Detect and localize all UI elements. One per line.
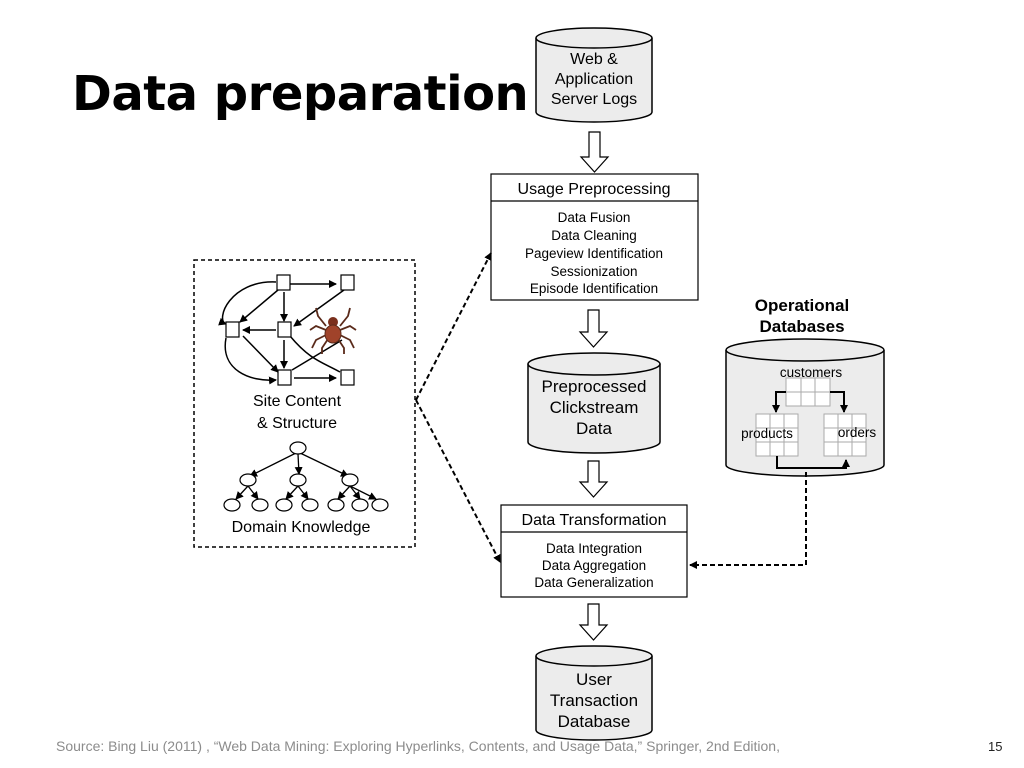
page-icon bbox=[276, 274, 291, 291]
site-content-domain-box: Site Content & Structure bbox=[193, 259, 416, 548]
tree-node bbox=[327, 498, 345, 512]
usage-preprocessing-box: Usage Preprocessing Data Fusion Data Cle… bbox=[490, 173, 699, 301]
usage-preprocessing-item: Episode Identification bbox=[530, 281, 658, 296]
orders-table bbox=[823, 413, 867, 457]
customers-label: customers bbox=[780, 365, 843, 380]
site-content-label-2: & Structure bbox=[257, 415, 337, 432]
page-number: 15 bbox=[988, 739, 1003, 754]
customers-to-products-arrow bbox=[772, 391, 786, 413]
tree-node bbox=[239, 473, 257, 487]
operational-title-2: Databases bbox=[759, 317, 844, 336]
user-db-line-2: Transaction bbox=[550, 691, 638, 710]
page-icon bbox=[277, 321, 292, 338]
page-icon bbox=[340, 274, 355, 291]
flow-arrow-logs-to-preprocessing bbox=[579, 131, 610, 173]
tree-node bbox=[289, 441, 307, 455]
data-transformation-box: Data Transformation Data Integration Dat… bbox=[500, 504, 688, 598]
spider-icon bbox=[309, 307, 357, 354]
usage-preprocessing-item: Sessionization bbox=[550, 264, 637, 279]
clickstream-cylinder: Preprocessed Clickstream Data bbox=[527, 352, 661, 454]
tree-node bbox=[289, 473, 307, 487]
tree-node bbox=[223, 498, 241, 512]
data-transformation-item: Data Aggregation bbox=[542, 558, 646, 573]
source-citation: Source: Bing Liu (2011) , “Web Data Mini… bbox=[56, 738, 780, 754]
operational-title-1: Operational bbox=[755, 296, 849, 315]
domain-knowledge-label: Domain Knowledge bbox=[232, 519, 371, 536]
server-logs-cylinder: Web & Application Server Logs bbox=[535, 27, 653, 123]
dashed-arrow-to-data-transformation bbox=[415, 399, 501, 563]
flow-arrow-transformation-to-user-db bbox=[578, 603, 609, 641]
flow-arrow-preprocessing-to-clickstream bbox=[578, 309, 609, 348]
operational-databases: Operational Databases customers products… bbox=[725, 296, 885, 477]
server-logs-line-3: Server Logs bbox=[551, 91, 637, 108]
slide-title: Data preparation bbox=[72, 66, 529, 122]
domain-knowledge-tree bbox=[235, 451, 377, 500]
clickstream-line-2: Clickstream bbox=[550, 398, 639, 417]
data-transformation-header: Data Transformation bbox=[522, 512, 667, 529]
user-db-line-3: Database bbox=[558, 712, 631, 731]
tree-node bbox=[351, 498, 369, 512]
data-transformation-item: Data Integration bbox=[546, 541, 642, 556]
user-db-line-1: User bbox=[576, 670, 612, 689]
page-icon bbox=[340, 369, 355, 386]
products-table bbox=[755, 413, 799, 457]
usage-preprocessing-item: Data Cleaning bbox=[551, 228, 637, 243]
customers-table bbox=[785, 377, 831, 407]
data-transformation-item: Data Generalization bbox=[534, 575, 653, 590]
site-content-label-1: Site Content bbox=[253, 393, 342, 410]
site-graph bbox=[218, 280, 345, 385]
dashed-arrow-to-usage-preprocessing bbox=[415, 252, 492, 401]
tree-node bbox=[275, 498, 293, 512]
orders-label: orders bbox=[838, 425, 877, 440]
customers-to-orders-arrow bbox=[830, 391, 848, 413]
server-logs-line-2: Application bbox=[555, 71, 633, 88]
usage-preprocessing-item: Data Fusion bbox=[558, 210, 631, 225]
usage-preprocessing-item: Pageview Identification bbox=[525, 246, 663, 261]
clickstream-line-3: Data bbox=[576, 419, 612, 438]
dashed-arrow-operational-to-transformation bbox=[689, 472, 807, 569]
usage-preprocessing-header: Usage Preprocessing bbox=[518, 181, 671, 198]
user-transaction-db-cylinder: User Transaction Database bbox=[535, 645, 653, 741]
tree-node bbox=[251, 498, 269, 512]
tree-node bbox=[341, 473, 359, 487]
page-icon bbox=[225, 321, 240, 338]
tree-node bbox=[301, 498, 319, 512]
flow-arrow-clickstream-to-transformation bbox=[578, 460, 609, 498]
products-to-orders-arrow bbox=[776, 456, 850, 469]
products-label: products bbox=[741, 426, 793, 441]
tree-node bbox=[371, 498, 389, 512]
server-logs-line-1: Web & bbox=[570, 51, 618, 68]
clickstream-line-1: Preprocessed bbox=[542, 377, 647, 396]
page-icon bbox=[277, 369, 292, 386]
